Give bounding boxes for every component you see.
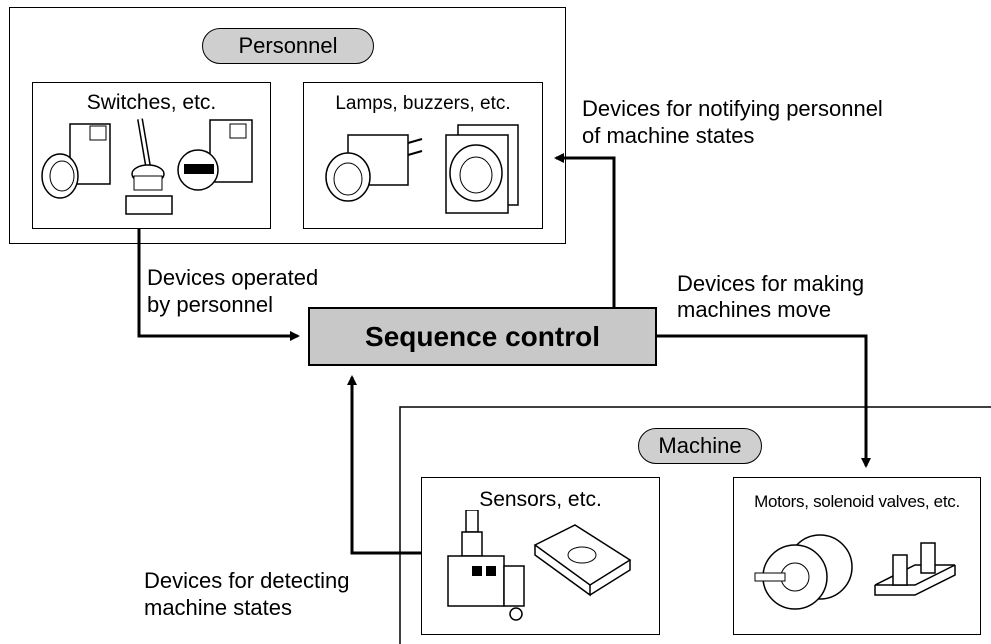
move-arrow [657, 334, 871, 468]
detect-label-line1: Devices for detecting [144, 568, 350, 593]
sequence-control-box: Sequence control [308, 307, 657, 366]
sequence-control-label: Sequence control [365, 320, 600, 352]
move-label-line2: machines move [677, 297, 832, 322]
sensors-title: Sensors, etc. [479, 488, 602, 511]
move-label-line1: Devices for making [677, 271, 865, 296]
lamps-title: Lamps, buzzers, etc. [335, 93, 511, 114]
detect-arrow [347, 375, 421, 555]
operated-label-line2: by personnel [147, 292, 273, 317]
motors-icon [754, 534, 956, 610]
switches-title: Switches, etc. [86, 91, 217, 114]
operated-label-line1: Devices operated [147, 265, 319, 290]
notify-arrow [554, 153, 616, 307]
notify-label-line2: of machine states [582, 123, 755, 148]
personnel-label: Personnel [202, 28, 374, 64]
switches-icon [41, 118, 253, 215]
notify-label-line1: Devices for notifying personnel [582, 96, 883, 121]
operated-arrow [137, 229, 300, 341]
detect-label-line2: machine states [144, 595, 292, 620]
lamps-icon [325, 124, 519, 214]
motors-title: Motors, solenoid valves, etc. [754, 492, 960, 511]
sensors-icon [447, 510, 632, 621]
machine-label: Machine [638, 428, 762, 464]
